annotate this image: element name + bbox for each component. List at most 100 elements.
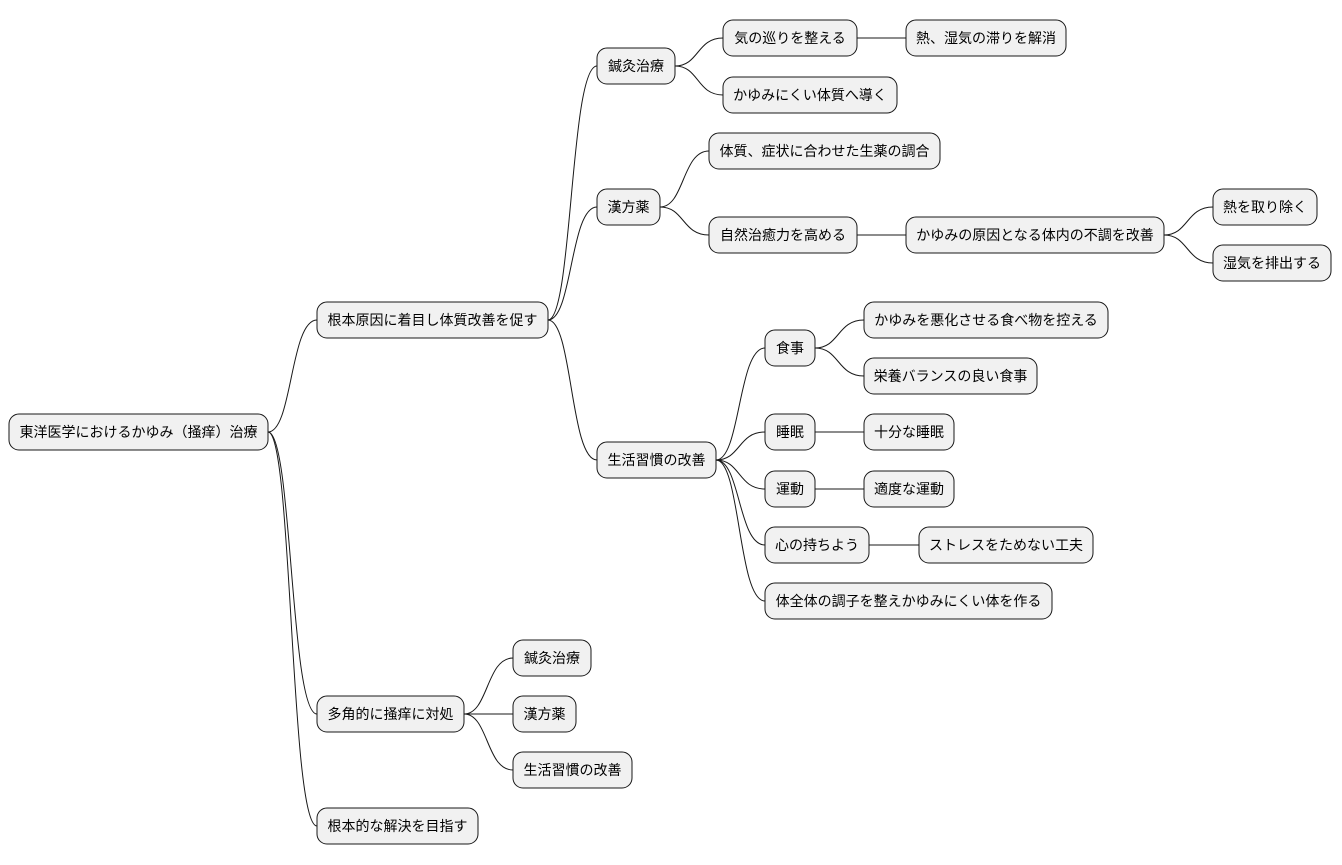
edge-A-to-A1 [547, 65, 598, 321]
edge-A3-to-A3c [715, 459, 766, 490]
root-node: 東洋医学におけるかゆみ（掻痒）治療 [8, 413, 269, 451]
node-A3e: 体全体の調子を整えかゆみにくい体を作る [764, 582, 1053, 620]
edge-A1-to-A1b [674, 65, 724, 96]
node-A2b1a: 熱を取り除く [1212, 188, 1318, 226]
node-box [512, 751, 633, 789]
connector-lines [267, 37, 1214, 827]
node-label: 体全体の調子を整えかゆみにくい体を作る [776, 593, 1042, 610]
node-box [764, 526, 870, 564]
node-label: 適度な運動 [874, 481, 944, 498]
edge-A3-to-A3d [715, 459, 766, 546]
node-box [764, 582, 1053, 620]
node-box [722, 76, 898, 114]
node-label: かゆみの原因となる体内の不調を改善 [916, 228, 1154, 244]
node-box [764, 413, 816, 451]
node-box [512, 639, 592, 677]
node-label: 多角的に掻痒に対処 [328, 706, 454, 723]
node-A3c: 運動 [764, 470, 816, 508]
node-box [918, 526, 1094, 564]
node-A2a: 体質、症状に合わせた生薬の調合 [708, 132, 941, 170]
node-box [316, 301, 549, 339]
node-box [863, 301, 1109, 339]
node-A3: 生活習慣の改善 [596, 441, 717, 479]
node-box [764, 329, 816, 367]
node-A3b1: 十分な睡眠 [863, 413, 955, 451]
node-label: 十分な睡眠 [874, 425, 944, 441]
node-box [512, 695, 577, 733]
node-box [708, 216, 858, 254]
node-B2: 漢方薬 [512, 695, 577, 733]
node-B3: 生活習慣の改善 [512, 751, 633, 789]
edge-A-to-A3 [547, 319, 598, 461]
edge-A-to-A2 [547, 206, 598, 321]
node-B1: 鍼灸治療 [512, 639, 592, 677]
node-label: 漢方薬 [608, 200, 650, 216]
node-C: 根本的な解決を目指す [316, 807, 479, 845]
node-box [764, 470, 816, 508]
node-A1: 鍼灸治療 [596, 47, 676, 85]
node-A3d: 心の持ちよう [764, 526, 870, 564]
node-label: 運動 [776, 482, 804, 498]
node-label: 睡眠 [776, 425, 804, 441]
node-box [863, 470, 955, 508]
edge-B-to-B1 [463, 657, 514, 715]
edge-root-to-A [267, 319, 318, 433]
node-label: 栄養バランスの良い食事 [874, 368, 1028, 385]
node-A1a: 気の巡りを整える [722, 19, 858, 57]
node-box [596, 188, 661, 226]
node-label: 生活習慣の改善 [608, 452, 706, 469]
mindmap-nodes: 東洋医学におけるかゆみ（掻痒）治療根本原因に着目し体質改善を促す鍼灸治療気の巡り… [8, 19, 1332, 845]
node-A: 根本原因に着目し体質改善を促す [316, 301, 549, 339]
edge-A1-to-A1a [674, 37, 724, 67]
edge-A2b1-to-A2b1a [1163, 206, 1214, 236]
edge-A3a-to-A3a2 [814, 347, 865, 377]
node-A3b: 睡眠 [764, 413, 816, 451]
node-label: かゆみにくい体質へ導く [733, 88, 887, 104]
node-label: 湿気を排出する [1223, 256, 1321, 272]
node-box [1212, 244, 1332, 282]
node-box [316, 695, 465, 733]
node-box [596, 441, 717, 479]
edge-root-to-C [267, 431, 318, 827]
node-box [708, 132, 941, 170]
node-label: 漢方薬 [524, 707, 566, 723]
node-A3a: 食事 [764, 329, 816, 367]
node-box [905, 19, 1067, 57]
node-label: 自然治癒力を高める [720, 227, 846, 244]
node-box [722, 19, 858, 57]
node-label: 心の持ちよう [775, 538, 859, 554]
edge-A3a-to-A3a1 [814, 319, 865, 349]
node-label: 根本的な解決を目指す [328, 819, 468, 835]
node-box [905, 216, 1165, 254]
node-B: 多角的に掻痒に対処 [316, 695, 465, 733]
edge-A2-to-A2b [659, 206, 710, 236]
edge-root-to-B [267, 431, 318, 715]
node-label: 鍼灸治療 [608, 58, 664, 75]
edge-A3-to-A3e [715, 459, 766, 602]
node-A2b1: かゆみの原因となる体内の不調を改善 [905, 216, 1165, 254]
edge-A3-to-A3a [715, 347, 766, 461]
node-box [8, 413, 269, 451]
node-label: 鍼灸治療 [524, 650, 580, 667]
node-box [316, 807, 479, 845]
edge-A2b1-to-A2b1b [1163, 234, 1214, 264]
node-label: 体質、症状に合わせた生薬の調合 [720, 144, 930, 160]
node-label: 食事 [776, 340, 804, 357]
node-A2b: 自然治癒力を高める [708, 216, 858, 254]
node-label: かゆみを悪化させる食べ物を控える [874, 312, 1098, 329]
node-A1b: かゆみにくい体質へ導く [722, 76, 898, 114]
node-A2: 漢方薬 [596, 188, 661, 226]
edge-A2-to-A2a [659, 150, 710, 208]
node-box [596, 47, 676, 85]
node-label: ストレスをためない工夫 [929, 538, 1083, 554]
node-label: 生活習慣の改善 [524, 762, 622, 779]
node-label: 熱を取り除く [1223, 200, 1307, 216]
node-A3d1: ストレスをためない工夫 [918, 526, 1094, 564]
node-label: 東洋医学におけるかゆみ（掻痒）治療 [20, 424, 258, 441]
node-box [863, 413, 955, 451]
node-box [1212, 188, 1318, 226]
node-label: 気の巡りを整える [734, 31, 846, 47]
node-A1a1: 熱、湿気の滞りを解消 [905, 19, 1067, 57]
node-A3a1: かゆみを悪化させる食べ物を控える [863, 301, 1109, 339]
